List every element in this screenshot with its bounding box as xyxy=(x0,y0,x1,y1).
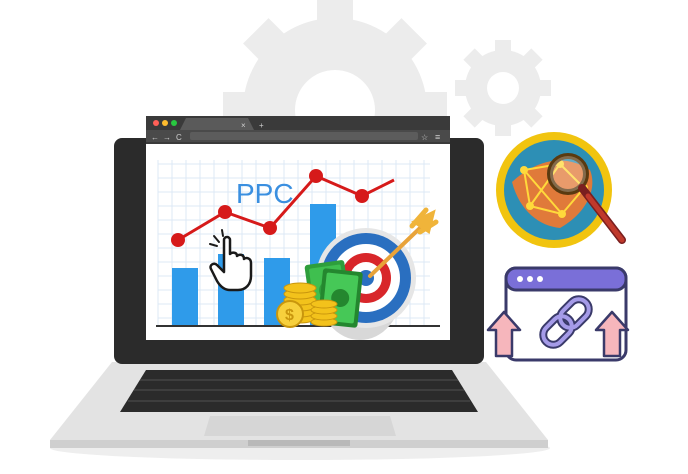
touchpad xyxy=(204,416,396,436)
back-arrow-icon[interactable]: ← xyxy=(151,133,159,142)
chain-link-icon xyxy=(539,295,593,349)
up-arrow-icon xyxy=(486,310,522,358)
gear-icon xyxy=(455,40,551,136)
window-close-dot[interactable] xyxy=(153,120,159,126)
window-minimize-dot[interactable] xyxy=(162,120,168,126)
laptop-base xyxy=(50,362,548,448)
link-window xyxy=(486,266,630,362)
new-tab-icon[interactable]: + xyxy=(259,121,264,130)
up-arrow-icon xyxy=(594,310,630,358)
chart-point xyxy=(218,205,232,219)
chart-point xyxy=(171,233,185,247)
chart-bar xyxy=(172,268,198,326)
browser-tab[interactable] xyxy=(180,118,254,130)
keyboard xyxy=(120,370,478,412)
bookmark-star-icon[interactable]: ☆ xyxy=(421,133,428,142)
ppc-label: PPC xyxy=(236,178,294,209)
address-bar[interactable] xyxy=(190,132,418,140)
chart-point xyxy=(309,169,323,183)
window-maximize-dot[interactable] xyxy=(171,120,177,126)
dollar-coin-icon: $ xyxy=(276,282,338,328)
tab-close-icon[interactable]: × xyxy=(241,121,246,130)
browser-window: × + ← → C ☆ ≡ xyxy=(146,116,450,144)
chart-point xyxy=(355,189,369,203)
hand-pointer-icon xyxy=(209,229,253,292)
menu-icon[interactable]: ≡ xyxy=(435,132,440,142)
magnifier-network-icon xyxy=(496,132,626,248)
svg-text:$: $ xyxy=(285,307,294,324)
chart-point xyxy=(263,221,277,235)
reload-icon[interactable]: C xyxy=(176,133,182,142)
forward-arrow-icon[interactable]: → xyxy=(163,133,171,142)
